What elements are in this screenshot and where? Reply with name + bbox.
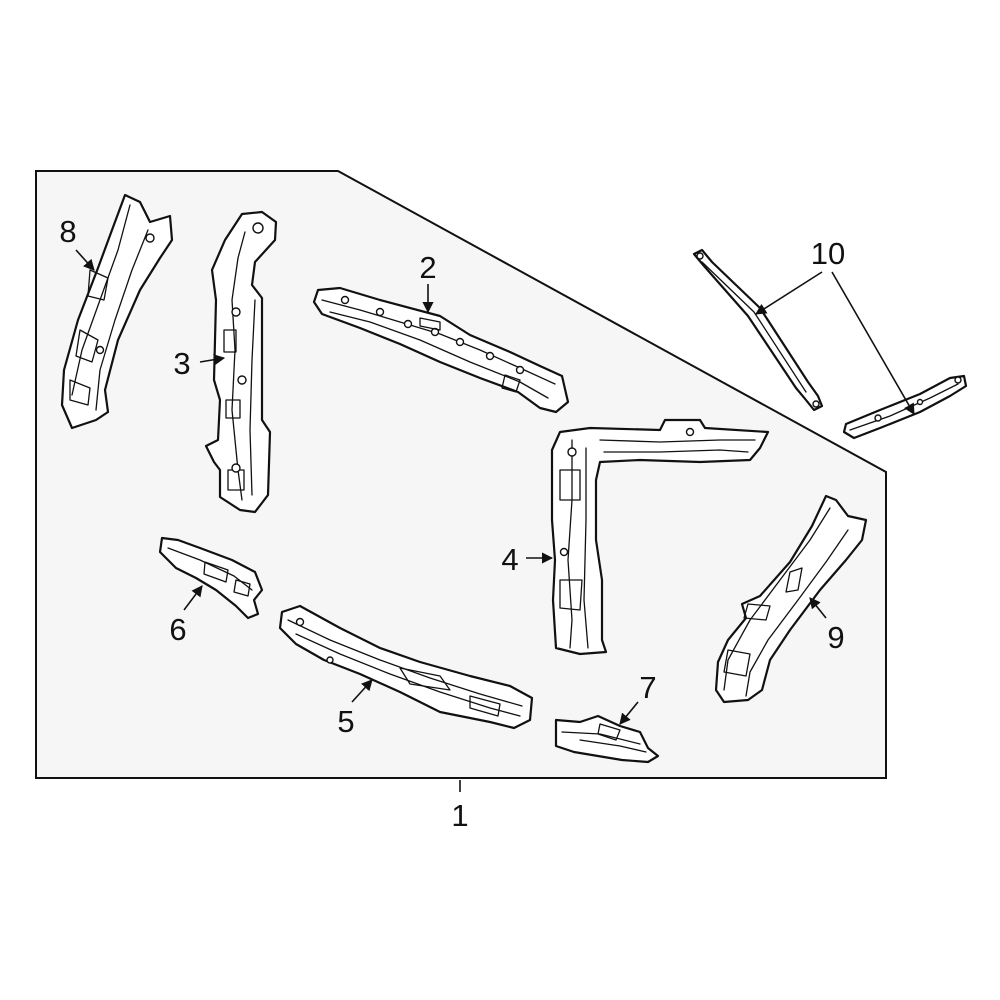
callout-8: 8 (59, 214, 76, 249)
part-5-lower-tie-bar[interactable] (278, 604, 534, 730)
callout-2: 2 (419, 250, 436, 285)
part-10-brace-rod[interactable] (692, 248, 824, 412)
leader-10b (831, 271, 915, 415)
leader-8 (75, 249, 95, 271)
part-10-bracket[interactable] (842, 374, 968, 440)
leader-9 (809, 597, 827, 619)
leader-5 (351, 679, 373, 703)
part-2-upper-tie-bar[interactable] (312, 286, 570, 414)
callout-1: 1 (451, 798, 468, 833)
callout-3: 3 (173, 346, 190, 381)
part-7-right-lower-bracket[interactable] (554, 714, 660, 764)
leader-lines (75, 249, 915, 792)
part-9-right-support[interactable] (714, 494, 868, 704)
part-8-left-support[interactable] (60, 193, 174, 430)
leader-7 (619, 701, 639, 725)
callout-10: 10 (811, 236, 845, 271)
leader-3 (199, 354, 226, 366)
callout-4: 4 (501, 542, 518, 577)
callout-7: 7 (639, 670, 656, 705)
callout-5: 5 (337, 704, 354, 739)
callout-6: 6 (169, 612, 186, 647)
leader-6 (183, 585, 203, 611)
callout-labels: 1 2 3 4 5 6 7 8 9 10 (59, 214, 845, 833)
leader-10a (755, 271, 823, 315)
callout-9: 9 (827, 620, 844, 655)
part-4-right-vertical-support[interactable] (550, 418, 770, 656)
part-3-left-vertical-support[interactable] (204, 210, 278, 514)
part-6-left-lower-bracket[interactable] (158, 536, 264, 620)
